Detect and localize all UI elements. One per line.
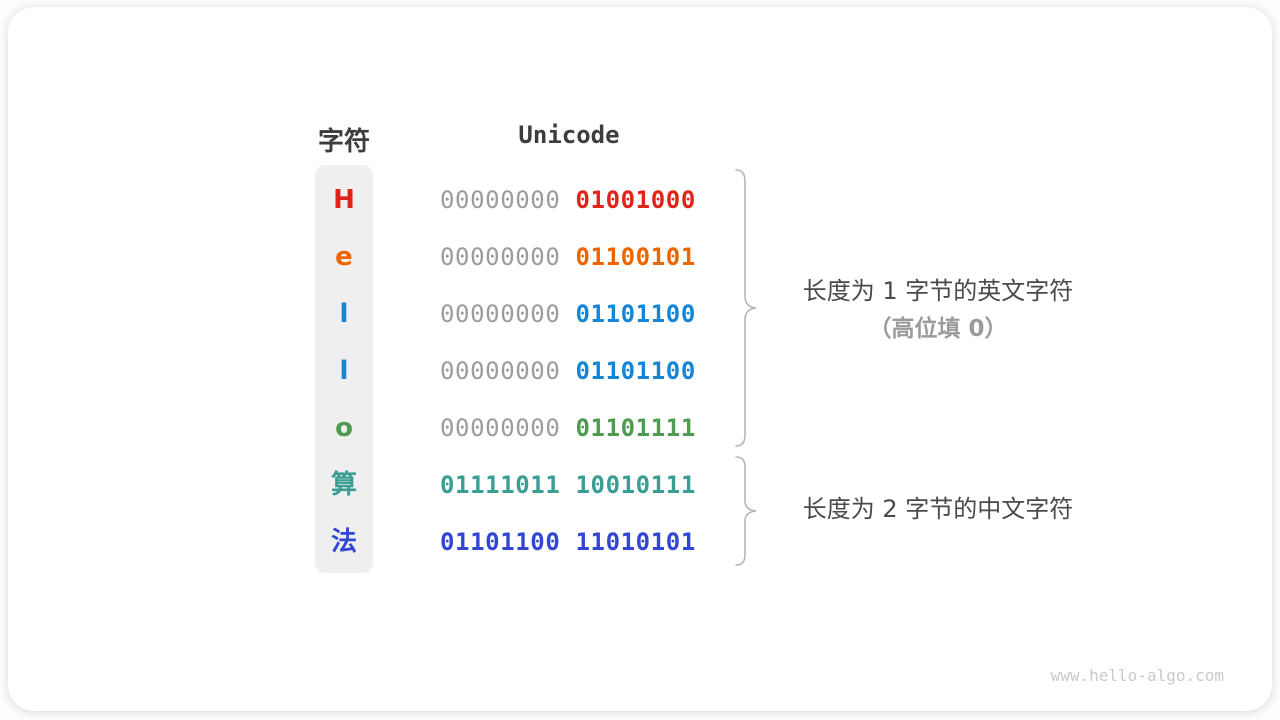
table-row: l 00000000 01101100 xyxy=(315,285,715,342)
website-watermark: www.hello-algo.com xyxy=(1050,666,1224,685)
byte-high: 00000000 xyxy=(440,413,561,442)
chinese-group-annotation: 长度为 2 字节的中文字符 xyxy=(766,494,1110,524)
byte-high: 01101100 xyxy=(440,527,561,556)
english-group-annotation-line1: 长度为 1 字节的英文字符 xyxy=(802,277,1074,305)
byte-high: 00000000 xyxy=(440,242,561,271)
byte-low: 10010111 xyxy=(575,470,696,499)
english-group-annotation-line2: （高位填 0） xyxy=(868,316,1008,342)
table-row: 算 01111011 10010111 xyxy=(315,456,715,513)
unicode-binary: 00000000 01101100 xyxy=(440,300,696,328)
character-label: H xyxy=(333,184,355,215)
unicode-column-header: Unicode xyxy=(518,121,620,149)
unicode-binary: 00000000 01100101 xyxy=(440,243,696,271)
byte-low: 01101100 xyxy=(575,299,696,328)
table-row: l 00000000 01101100 xyxy=(315,342,715,399)
unicode-binary: 00000000 01001000 xyxy=(440,186,696,214)
table-row: 法 01101100 11010101 xyxy=(315,513,715,570)
unicode-binary: 01101100 11010101 xyxy=(440,528,696,556)
character-label: o xyxy=(335,412,353,443)
unicode-binary: 01111011 10010111 xyxy=(440,471,696,499)
character-label: l xyxy=(339,298,349,329)
byte-high: 00000000 xyxy=(440,185,561,214)
character-label: 算 xyxy=(330,469,357,500)
english-group-annotation: 长度为 1 字节的英文字符 （高位填 0） xyxy=(766,276,1110,344)
byte-high: 00000000 xyxy=(440,299,561,328)
byte-high: 01111011 xyxy=(440,470,561,499)
char-column-header: 字符 xyxy=(317,127,370,157)
byte-low: 01101111 xyxy=(575,413,696,442)
character-label: e xyxy=(335,241,353,272)
byte-low: 01101100 xyxy=(575,356,696,385)
byte-low: 11010101 xyxy=(575,527,696,556)
unicode-binary: 00000000 01101100 xyxy=(440,357,696,385)
table-row: H 00000000 01001000 xyxy=(315,171,715,228)
curly-brace-chinese-group-icon xyxy=(729,455,763,567)
diagram-card: 字符 Unicode H 00000000 01001000 e 0000000… xyxy=(8,7,1272,711)
table-row: o 00000000 01101111 xyxy=(315,399,715,456)
byte-low: 01001000 xyxy=(575,185,696,214)
byte-high: 00000000 xyxy=(440,356,561,385)
table-row: e 00000000 01100101 xyxy=(315,228,715,285)
chinese-group-annotation-line1: 长度为 2 字节的中文字符 xyxy=(802,495,1074,523)
byte-low: 01100101 xyxy=(575,242,696,271)
character-column-background xyxy=(315,165,373,573)
character-label: l xyxy=(339,355,349,386)
character-label: 法 xyxy=(330,526,357,557)
curly-brace-english-group-icon xyxy=(729,168,763,448)
unicode-binary: 00000000 01101111 xyxy=(440,414,696,442)
